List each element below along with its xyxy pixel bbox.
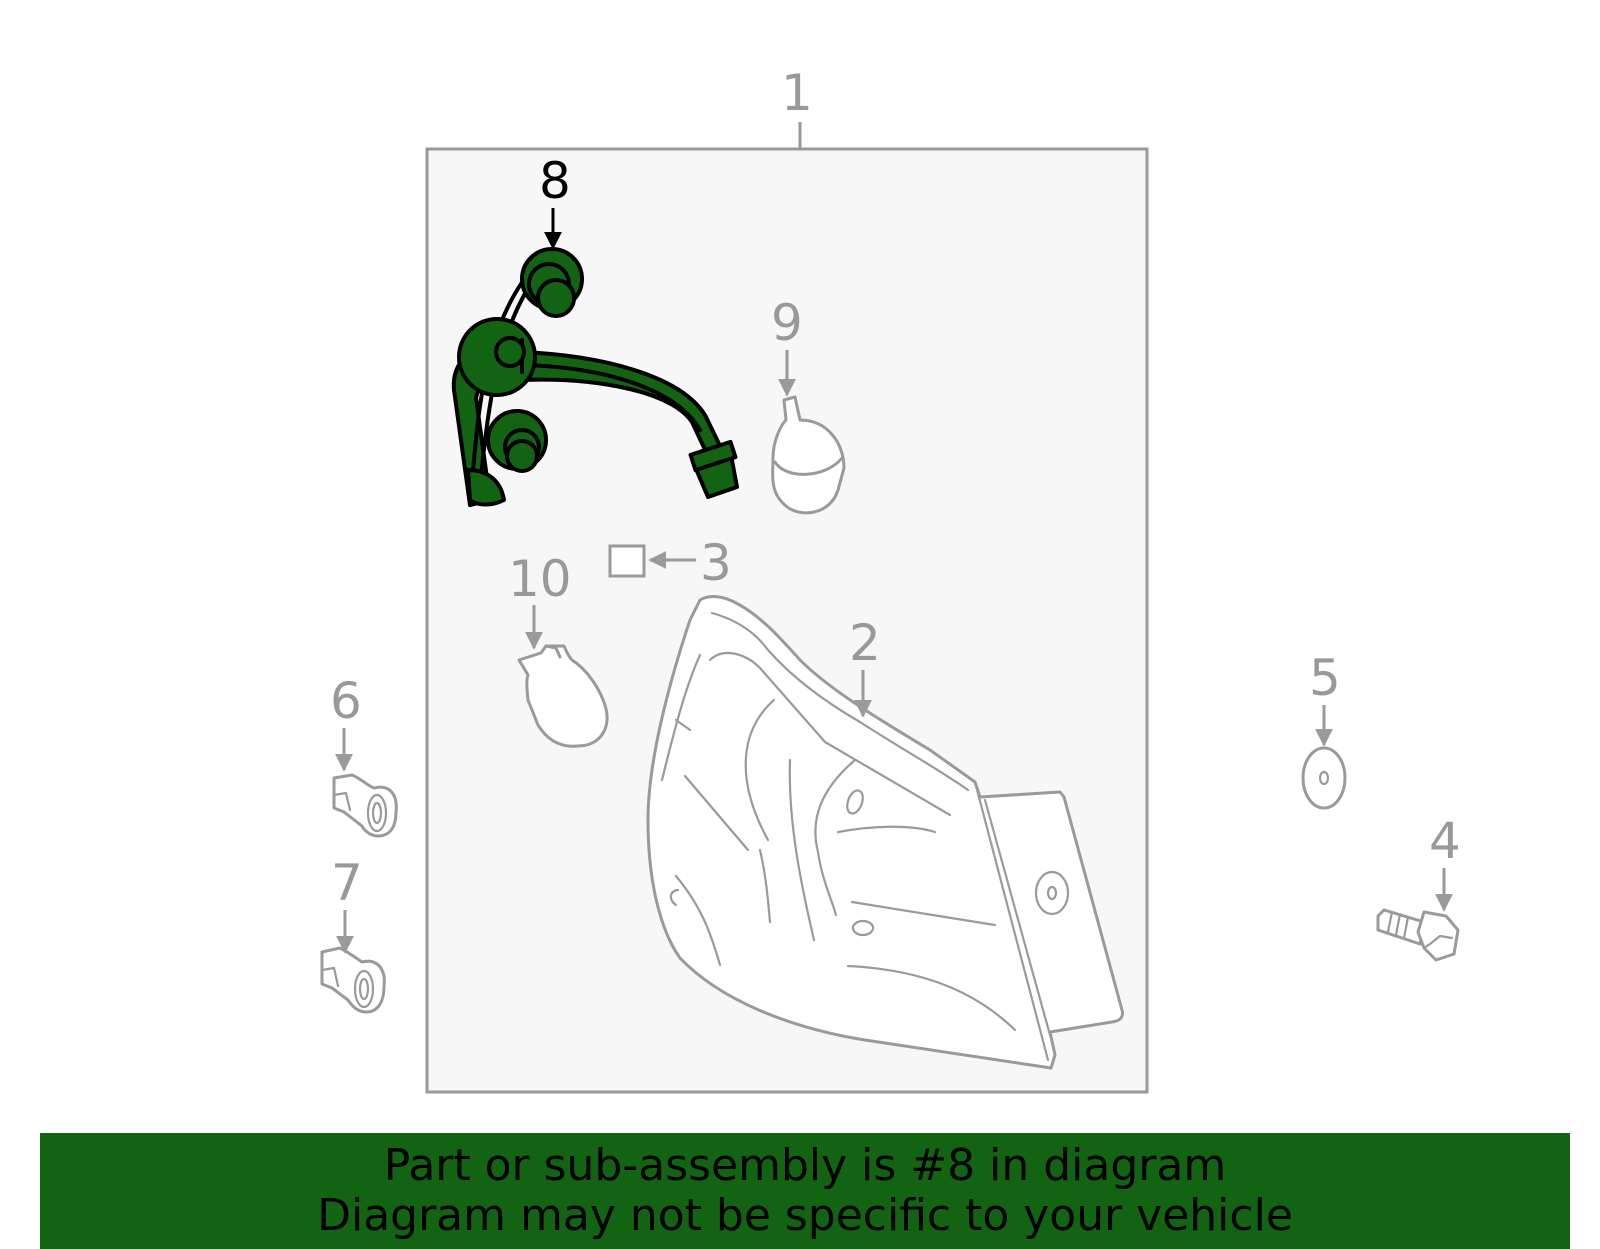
part-10-bulb[interactable] — [517, 644, 609, 748]
part-2-lamp-housing[interactable] — [646, 595, 1124, 1070]
part-9-bulb[interactable] — [771, 395, 846, 515]
callout-5-label: 5 — [1309, 649, 1341, 707]
callout-10-label: 10 — [508, 550, 572, 608]
callout-7-label: 7 — [331, 854, 363, 912]
callout-8-label: 8 — [539, 152, 571, 210]
part-4-bolt[interactable] — [1376, 908, 1460, 962]
banner-line-1: Part or sub-assembly is #8 in diagram — [383, 1140, 1227, 1191]
part-6-clip[interactable] — [332, 773, 398, 838]
callout-6-label: 6 — [330, 672, 362, 730]
callout-1-label: 1 — [781, 64, 813, 122]
callout-9-label: 9 — [771, 294, 803, 352]
part-8-wiring-harness[interactable] — [451, 247, 739, 507]
banner-line-2: Diagram may not be specific to your vehi… — [317, 1190, 1293, 1241]
callout-3-label: 3 — [700, 534, 732, 592]
part-7-clip[interactable] — [320, 946, 386, 1014]
callout-2-label: 2 — [849, 614, 881, 672]
info-banner: Part or sub-assembly is #8 in diagram Di… — [40, 1133, 1570, 1249]
part-3-clip[interactable] — [608, 544, 646, 578]
callout-4-label: 4 — [1429, 812, 1461, 870]
part-5-grommet[interactable] — [1301, 746, 1347, 810]
